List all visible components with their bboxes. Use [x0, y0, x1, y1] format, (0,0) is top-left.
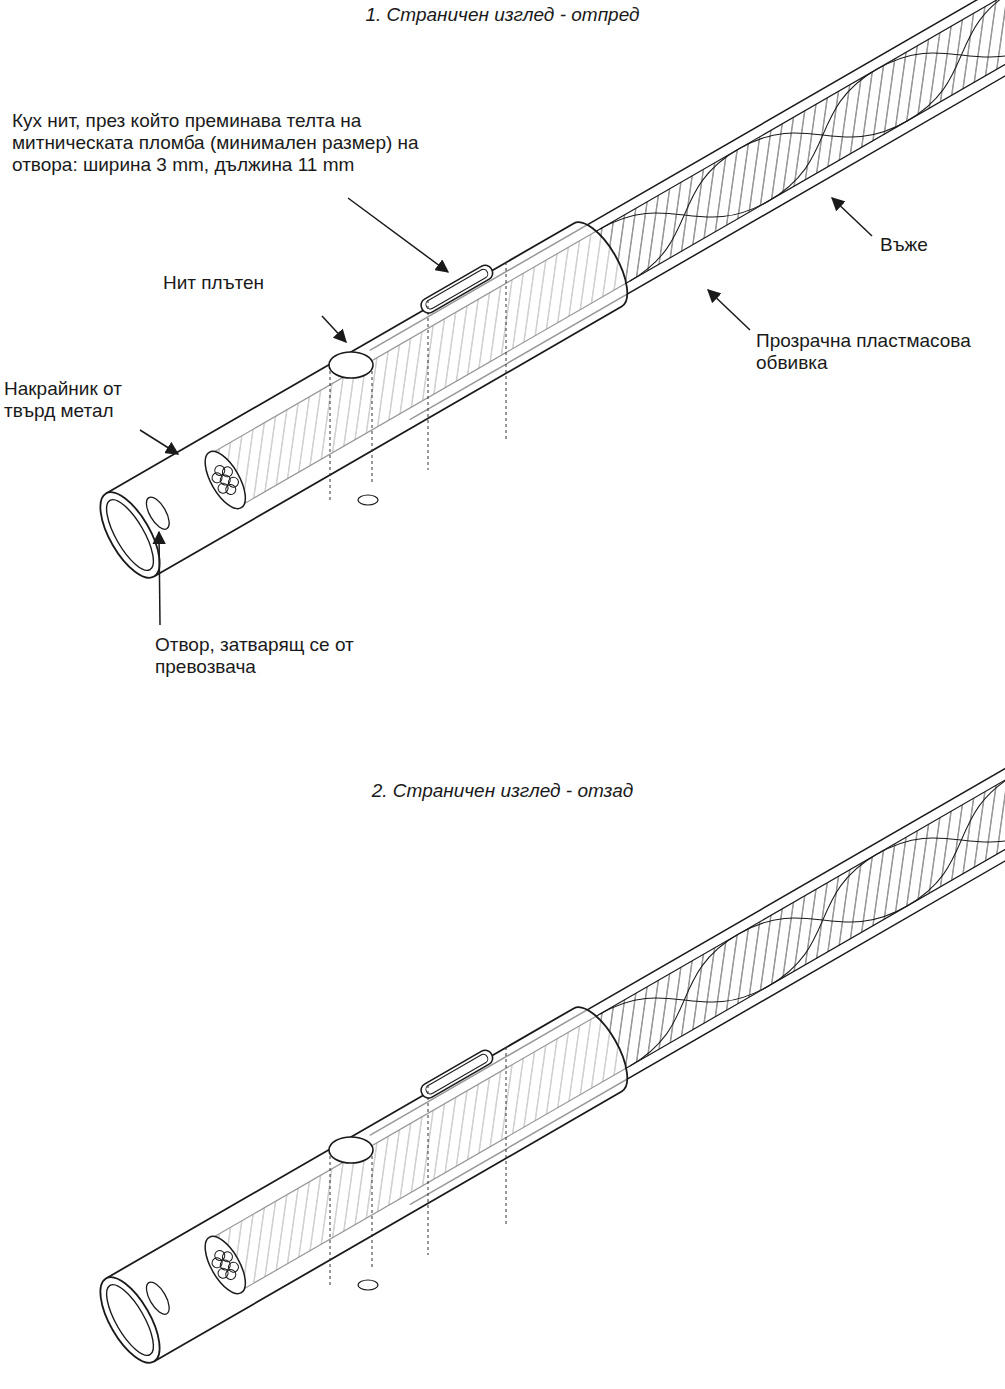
hole-label: Отвор, затварящ се от превозвача: [155, 634, 355, 678]
solid-rivet-label: Нит плътен: [163, 272, 303, 294]
front-view: [84, 0, 1005, 625]
rear-view: [84, 721, 1005, 1372]
rope-label: Въже: [880, 234, 990, 256]
sheath-label: Прозрачна пластмасова обвивка: [756, 330, 996, 374]
view-heading: 2. Страничен изглед - отзад: [0, 780, 1005, 802]
fitting-label: Накрайник от твърд метал: [4, 378, 142, 422]
view-heading: 1. Страничен изглед - отпред: [0, 4, 1005, 26]
hollow-rivet-label: Кух нит, през който преминава телта на м…: [12, 110, 460, 176]
